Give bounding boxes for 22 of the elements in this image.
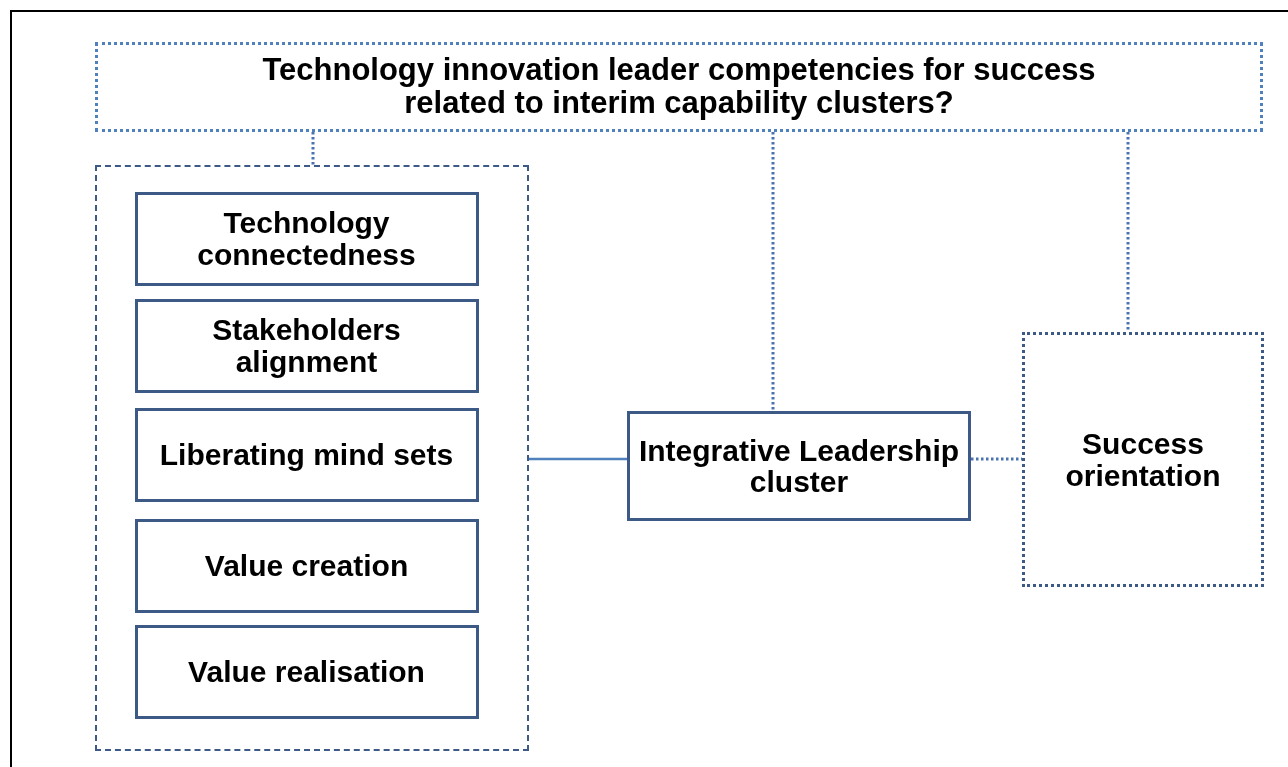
- box-label: Value creation: [204, 549, 409, 582]
- process-box: [134, 191, 479, 286]
- cluster-box: [627, 411, 971, 521]
- box-label: Stakeholders alignment: [211, 314, 402, 377]
- connector-line: [529, 457, 627, 461]
- box-label: Technology connectedness: [196, 207, 417, 270]
- box-label: Liberating mind sets: [159, 438, 454, 471]
- process-box: [134, 407, 479, 502]
- process-box: [134, 624, 479, 719]
- process-box: [134, 298, 479, 393]
- cluster-box: [1022, 332, 1264, 587]
- process-box: [134, 518, 479, 613]
- box-label: Integrative Leadership cluster: [637, 434, 961, 498]
- connector-line: [771, 132, 775, 411]
- connector-line: [971, 457, 1022, 461]
- group-box: [95, 165, 529, 751]
- box-label: Success orientation: [1064, 428, 1222, 491]
- box-label: Value realisation: [188, 655, 425, 688]
- connector-line: [1126, 132, 1130, 332]
- connector-line: [311, 132, 315, 165]
- box-label: Technology innovation leader competencies for success related to interim capability clusters?: [261, 54, 1097, 120]
- title-box: [95, 42, 1263, 132]
